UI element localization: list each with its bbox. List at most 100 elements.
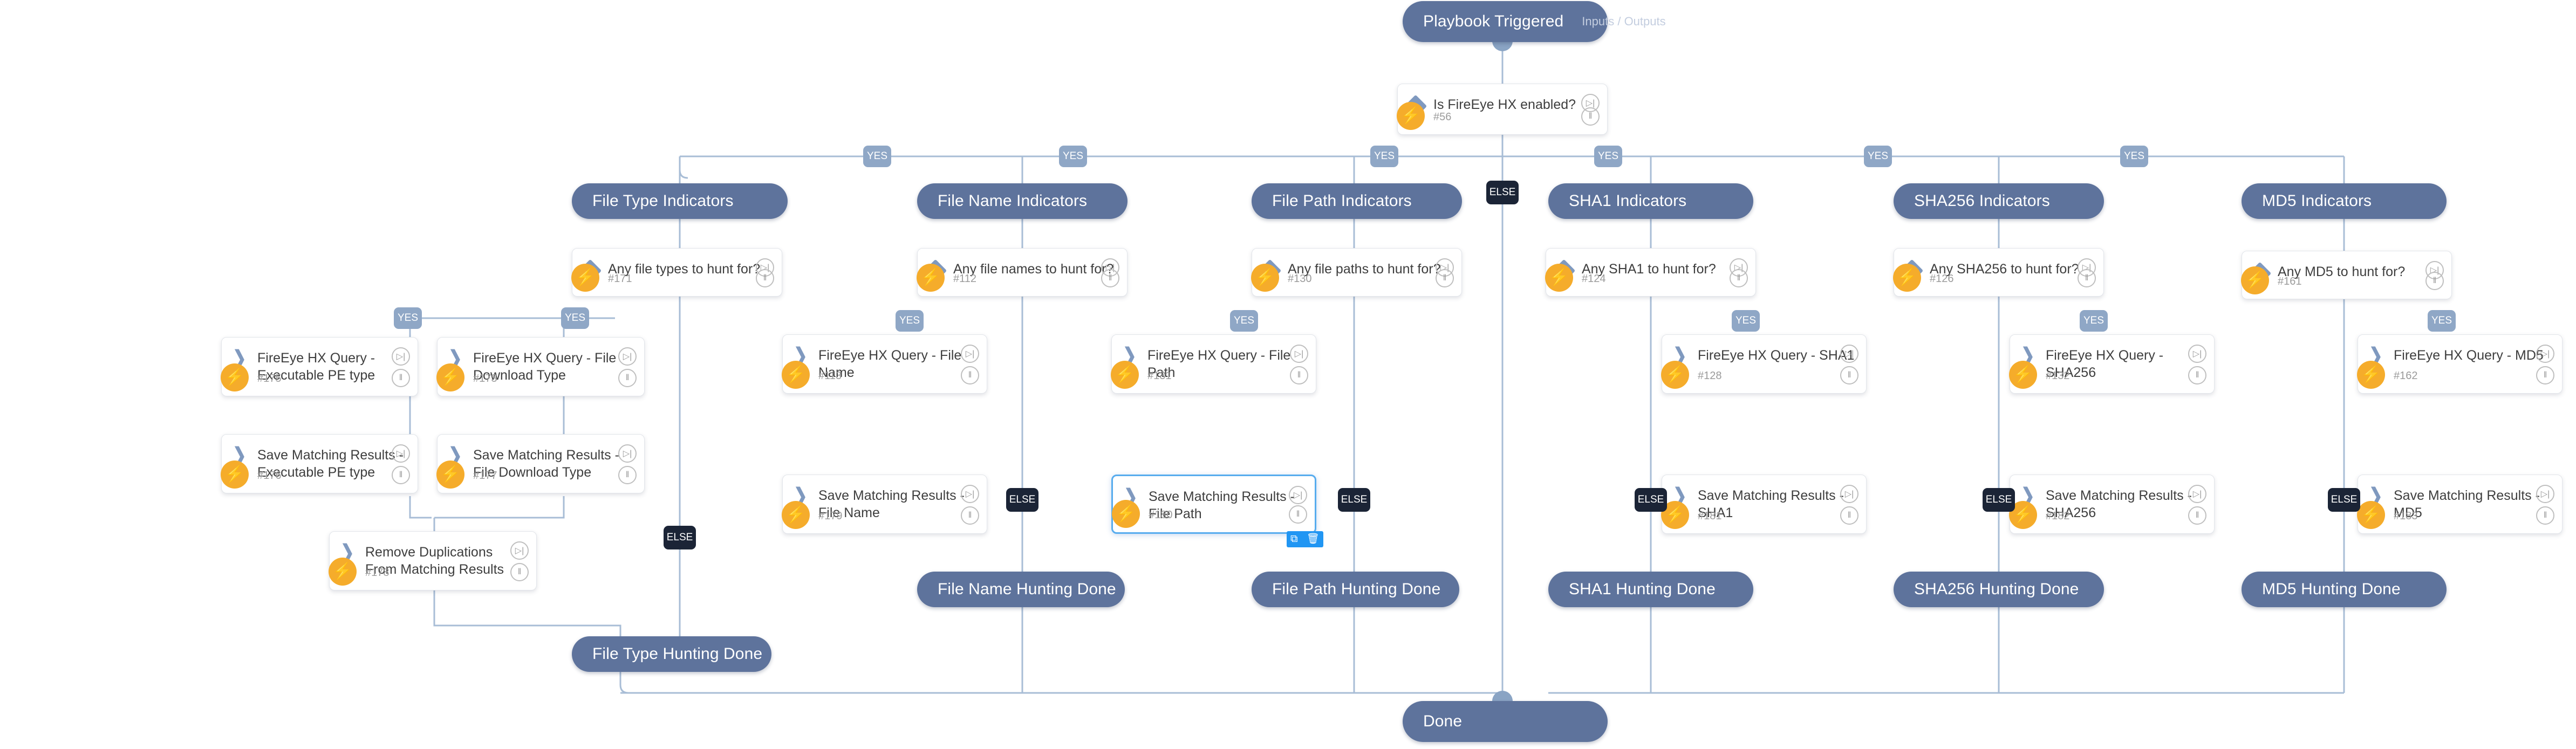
skip-next-icon[interactable]: ▷|	[961, 345, 979, 363]
skip-next-icon[interactable]: ▷|	[1289, 486, 1307, 504]
node-sha1-hunting-done[interactable]: SHA1 Hunting Done	[1548, 572, 1753, 607]
node-file-path-indicators[interactable]: File Path Indicators	[1252, 183, 1462, 219]
skip-next-icon[interactable]: ▷|	[392, 347, 410, 366]
skip-next-icon[interactable]: ▷|	[618, 347, 637, 366]
pause-icon[interactable]: ‖	[1290, 366, 1308, 384]
lightning-bolt-icon: ⚡	[436, 461, 464, 489]
skip-next-icon[interactable]: ▷|	[961, 485, 979, 503]
pause-icon[interactable]: ‖	[1730, 269, 1748, 287]
node-file-name-hunting-done[interactable]: File Name Hunting Done	[917, 572, 1125, 607]
skip-next-icon[interactable]: ▷|	[618, 444, 637, 463]
pause-icon[interactable]: ‖	[1840, 506, 1858, 525]
lightning-bolt-icon: ⚡	[1397, 102, 1425, 130]
node-sha256-indicators[interactable]: SHA256 Indicators	[1894, 183, 2104, 219]
edge-badge-else: ELSE	[1635, 488, 1667, 512]
node-task-remove-duplications[interactable]: ❯ Remove Duplications From Matching Resu…	[329, 531, 537, 590]
node-title: File Type Indicators	[592, 192, 734, 210]
node-id: #171	[608, 273, 632, 285]
node-task-query-file-name[interactable]: ❯ FireEye HX Query - File Name ▷| ‖ ⚡ #1…	[782, 334, 987, 394]
pause-icon[interactable]: ‖	[961, 506, 979, 525]
node-sha1-indicators[interactable]: SHA1 Indicators	[1548, 183, 1753, 219]
edge-badge-yes: YES	[1594, 146, 1622, 167]
skip-next-icon[interactable]: ▷|	[2188, 485, 2206, 503]
skip-next-icon[interactable]: ▷|	[1840, 345, 1858, 363]
node-condition-any-file-types[interactable]: Any file types to hunt for? ▷| ‖ ⚡ #171	[571, 248, 782, 297]
node-task-save-file-name[interactable]: ❯ Save Matching Results - File Name ▷| ‖…	[782, 475, 987, 534]
skip-next-icon[interactable]: ▷|	[2536, 345, 2554, 363]
node-condition-any-file-names[interactable]: Any file names to hunt for? ▷| ‖ ⚡ #112	[917, 248, 1128, 297]
pause-icon[interactable]: ‖	[2188, 366, 2206, 384]
node-task-save-file-download-type[interactable]: ❯ Save Matching Results - File Download …	[436, 434, 645, 493]
node-task-save-file-path[interactable]: ❯ Save Matching Results - File Path ▷| ‖…	[1111, 475, 1316, 534]
node-file-name-indicators[interactable]: File Name Indicators	[917, 183, 1128, 219]
node-id: #161	[2278, 276, 2302, 287]
node-title: Done	[1423, 712, 1463, 730]
pause-icon[interactable]: ‖	[1581, 107, 1600, 126]
lightning-bolt-icon: ⚡	[221, 363, 249, 391]
node-id: #124	[1582, 273, 1606, 285]
node-id: #128	[1698, 370, 1722, 382]
node-task-query-sha256[interactable]: ❯ FireEye HX Query - SHA256 ▷| ‖ ⚡ #132	[2009, 334, 2215, 394]
node-task-save-sha256[interactable]: ❯ Save Matching Results - SHA256 ▷| ‖ ⚡ …	[2009, 475, 2215, 534]
lightning-bolt-icon: ⚡	[2241, 266, 2269, 294]
pause-icon[interactable]: ‖	[2425, 272, 2444, 290]
node-id: #173	[473, 373, 497, 384]
node-md5-indicators[interactable]: MD5 Indicators	[2242, 183, 2447, 219]
pause-icon[interactable]: ‖	[2188, 506, 2206, 525]
pause-icon[interactable]: ‖	[392, 466, 410, 484]
skip-next-icon[interactable]: ▷|	[2188, 345, 2206, 363]
pause-icon[interactable]: ‖	[2536, 506, 2554, 525]
skip-next-icon[interactable]: ▷|	[1290, 345, 1308, 363]
node-condition-firEye-enabled[interactable]: Is FireEye HX enabled? ▷| ‖ ⚡ #56	[1397, 84, 1608, 135]
pause-icon[interactable]: ‖	[618, 369, 637, 387]
node-task-save-executable-pe[interactable]: ❯ Save Matching Results - Executable PE …	[221, 434, 418, 493]
lightning-bolt-icon: ⚡	[782, 361, 810, 389]
trash-icon[interactable]: 🗑	[1306, 533, 1320, 545]
pause-icon[interactable]: ‖	[618, 466, 637, 484]
node-file-type-hunting-done[interactable]: File Type Hunting Done	[572, 636, 771, 672]
node-md5-hunting-done[interactable]: MD5 Hunting Done	[2242, 572, 2447, 607]
node-condition-any-file-paths[interactable]: Any file paths to hunt for? ▷| ‖ ⚡ #130	[1251, 248, 1462, 297]
pause-icon[interactable]: ‖	[756, 269, 774, 287]
pause-icon[interactable]: ‖	[2536, 366, 2554, 384]
pause-icon[interactable]: ‖	[2078, 269, 2096, 287]
node-sha256-hunting-done[interactable]: SHA256 Hunting Done	[1894, 572, 2104, 607]
node-playbook-triggered[interactable]: Playbook Triggered Inputs / Outputs	[1403, 1, 1666, 42]
node-task-save-md5[interactable]: ❯ Save Matching Results - MD5 ▷| ‖ ⚡ #18…	[2357, 475, 2563, 534]
skip-next-icon[interactable]: ▷|	[510, 541, 529, 560]
pause-icon[interactable]: ‖	[1436, 269, 1454, 287]
node-action-toolbar[interactable]: ⧉ 🗑	[1287, 531, 1323, 547]
skip-next-icon[interactable]: ▷|	[2536, 485, 2554, 503]
node-title: FireEye HX Query - SHA1	[1698, 348, 1855, 363]
edge-badge-else: ELSE	[1983, 488, 2015, 512]
pause-icon[interactable]: ‖	[510, 563, 529, 581]
pause-icon[interactable]: ‖	[1289, 505, 1307, 524]
node-id: #130	[1288, 273, 1312, 285]
node-condition-any-sha1[interactable]: Any SHA1 to hunt for? ▷| ‖ ⚡ #124	[1545, 248, 1756, 297]
edge-badge-yes: YES	[394, 307, 422, 329]
copy-icon[interactable]: ⧉	[1290, 533, 1298, 545]
pause-icon[interactable]: ‖	[961, 366, 979, 384]
node-file-path-hunting-done[interactable]: File Path Hunting Done	[1252, 572, 1459, 607]
node-task-query-file-path[interactable]: ❯ FireEye HX Query - File Path ▷| ‖ ⚡ #1…	[1111, 334, 1316, 394]
lightning-bolt-icon: ⚡	[1893, 264, 1921, 292]
node-title: SHA1 Indicators	[1569, 192, 1687, 210]
node-task-query-md5[interactable]: ❯ FireEye HX Query - MD5 ▷| ‖ ⚡ #162	[2357, 334, 2563, 394]
node-task-query-sha1[interactable]: ❯ FireEye HX Query - SHA1 ▷| ‖ ⚡ #128	[1661, 334, 1867, 394]
inputs-outputs-link[interactable]: Inputs / Outputs	[1582, 15, 1666, 28]
node-file-type-indicators[interactable]: File Type Indicators	[572, 183, 788, 219]
node-condition-any-md5[interactable]: Any MD5 to hunt for? ▷| ‖ ⚡ #161	[2241, 251, 2452, 299]
node-task-save-sha1[interactable]: ❯ Save Matching Results - SHA1 ▷| ‖ ⚡ #1…	[1661, 475, 1867, 534]
skip-next-icon[interactable]: ▷|	[1840, 485, 1858, 503]
pause-icon[interactable]: ‖	[1840, 366, 1858, 384]
skip-next-icon[interactable]: ▷|	[392, 444, 410, 463]
node-done[interactable]: Done	[1403, 701, 1608, 742]
pause-icon[interactable]: ‖	[1101, 269, 1119, 287]
node-condition-any-sha256[interactable]: Any SHA256 to hunt for? ▷| ‖ ⚡ #126	[1893, 248, 2104, 297]
node-task-query-executable-pe[interactable]: ❯ FireEye HX Query - Executable PE type …	[221, 337, 418, 396]
edge-badge-else: ELSE	[664, 526, 696, 549]
chevron-right-icon: ❯	[340, 541, 354, 564]
node-task-query-file-download-type[interactable]: ❯ FireEye HX Query - File Download Type …	[436, 337, 645, 396]
pause-icon[interactable]: ‖	[392, 369, 410, 387]
